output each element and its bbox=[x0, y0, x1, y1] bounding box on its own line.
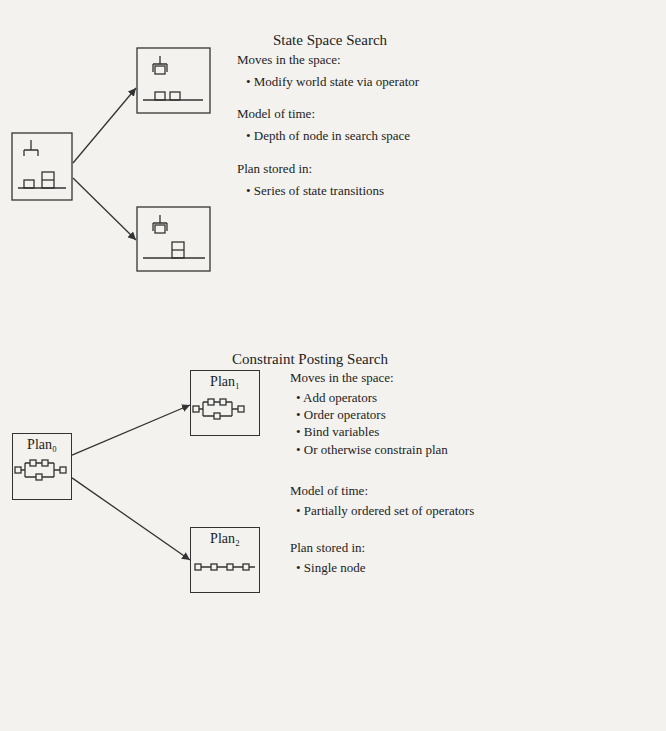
block-divider bbox=[172, 249, 184, 250]
plan-network-symbol bbox=[15, 460, 66, 480]
state-arrow bbox=[73, 178, 136, 240]
bullet-item: • Add operators bbox=[296, 390, 377, 406]
block-symbol bbox=[42, 172, 54, 188]
plan-label: Plan₀ bbox=[13, 434, 71, 453]
plan-box: Plan₀ bbox=[12, 433, 72, 500]
block-symbol bbox=[155, 225, 165, 233]
bullet-item: • Or otherwise constrain plan bbox=[296, 442, 448, 458]
field-heading: Plan stored in: bbox=[237, 161, 312, 177]
field-heading: Model of time: bbox=[237, 106, 315, 122]
plan-label: Plan₂ bbox=[191, 528, 259, 547]
plan-box: Plan₁ bbox=[190, 370, 260, 436]
block-divider bbox=[42, 179, 54, 180]
block-symbol bbox=[155, 66, 165, 74]
field-heading: Moves in the space: bbox=[237, 52, 341, 68]
state-box bbox=[137, 207, 210, 271]
section-heading: State Space Search bbox=[273, 31, 387, 49]
plan-network-symbol bbox=[193, 399, 244, 419]
block-symbol bbox=[24, 180, 34, 188]
plan-label: Plan₁ bbox=[191, 371, 259, 390]
bullet-item: • Bind variables bbox=[296, 424, 379, 440]
state-box bbox=[12, 133, 72, 200]
bullet-item: • Series of state transitions bbox=[246, 183, 384, 199]
block-symbol bbox=[170, 92, 180, 100]
bullet-item: • Partially ordered set of operators bbox=[296, 503, 474, 519]
plan-box: Plan₂ bbox=[190, 527, 260, 593]
bullet-item: • Single node bbox=[296, 560, 366, 576]
block-symbol bbox=[155, 92, 165, 100]
bullet-item: • Depth of node in search space bbox=[246, 128, 410, 144]
section-heading: Constraint Posting Search bbox=[232, 350, 388, 368]
state-arrow bbox=[73, 88, 136, 163]
gripper-symbol bbox=[24, 140, 38, 156]
plan-linear-symbol bbox=[195, 564, 255, 570]
bullet-item: • Order operators bbox=[296, 407, 386, 423]
block-symbol bbox=[172, 242, 184, 258]
arrow-connector bbox=[72, 478, 190, 560]
field-heading: Moves in the space: bbox=[290, 370, 394, 386]
field-heading: Plan stored in: bbox=[290, 540, 365, 556]
state-box bbox=[137, 48, 210, 113]
arrow-connector bbox=[72, 405, 190, 455]
bullet-item: • Modify world state via operator bbox=[246, 74, 419, 90]
field-heading: Model of time: bbox=[290, 483, 368, 499]
